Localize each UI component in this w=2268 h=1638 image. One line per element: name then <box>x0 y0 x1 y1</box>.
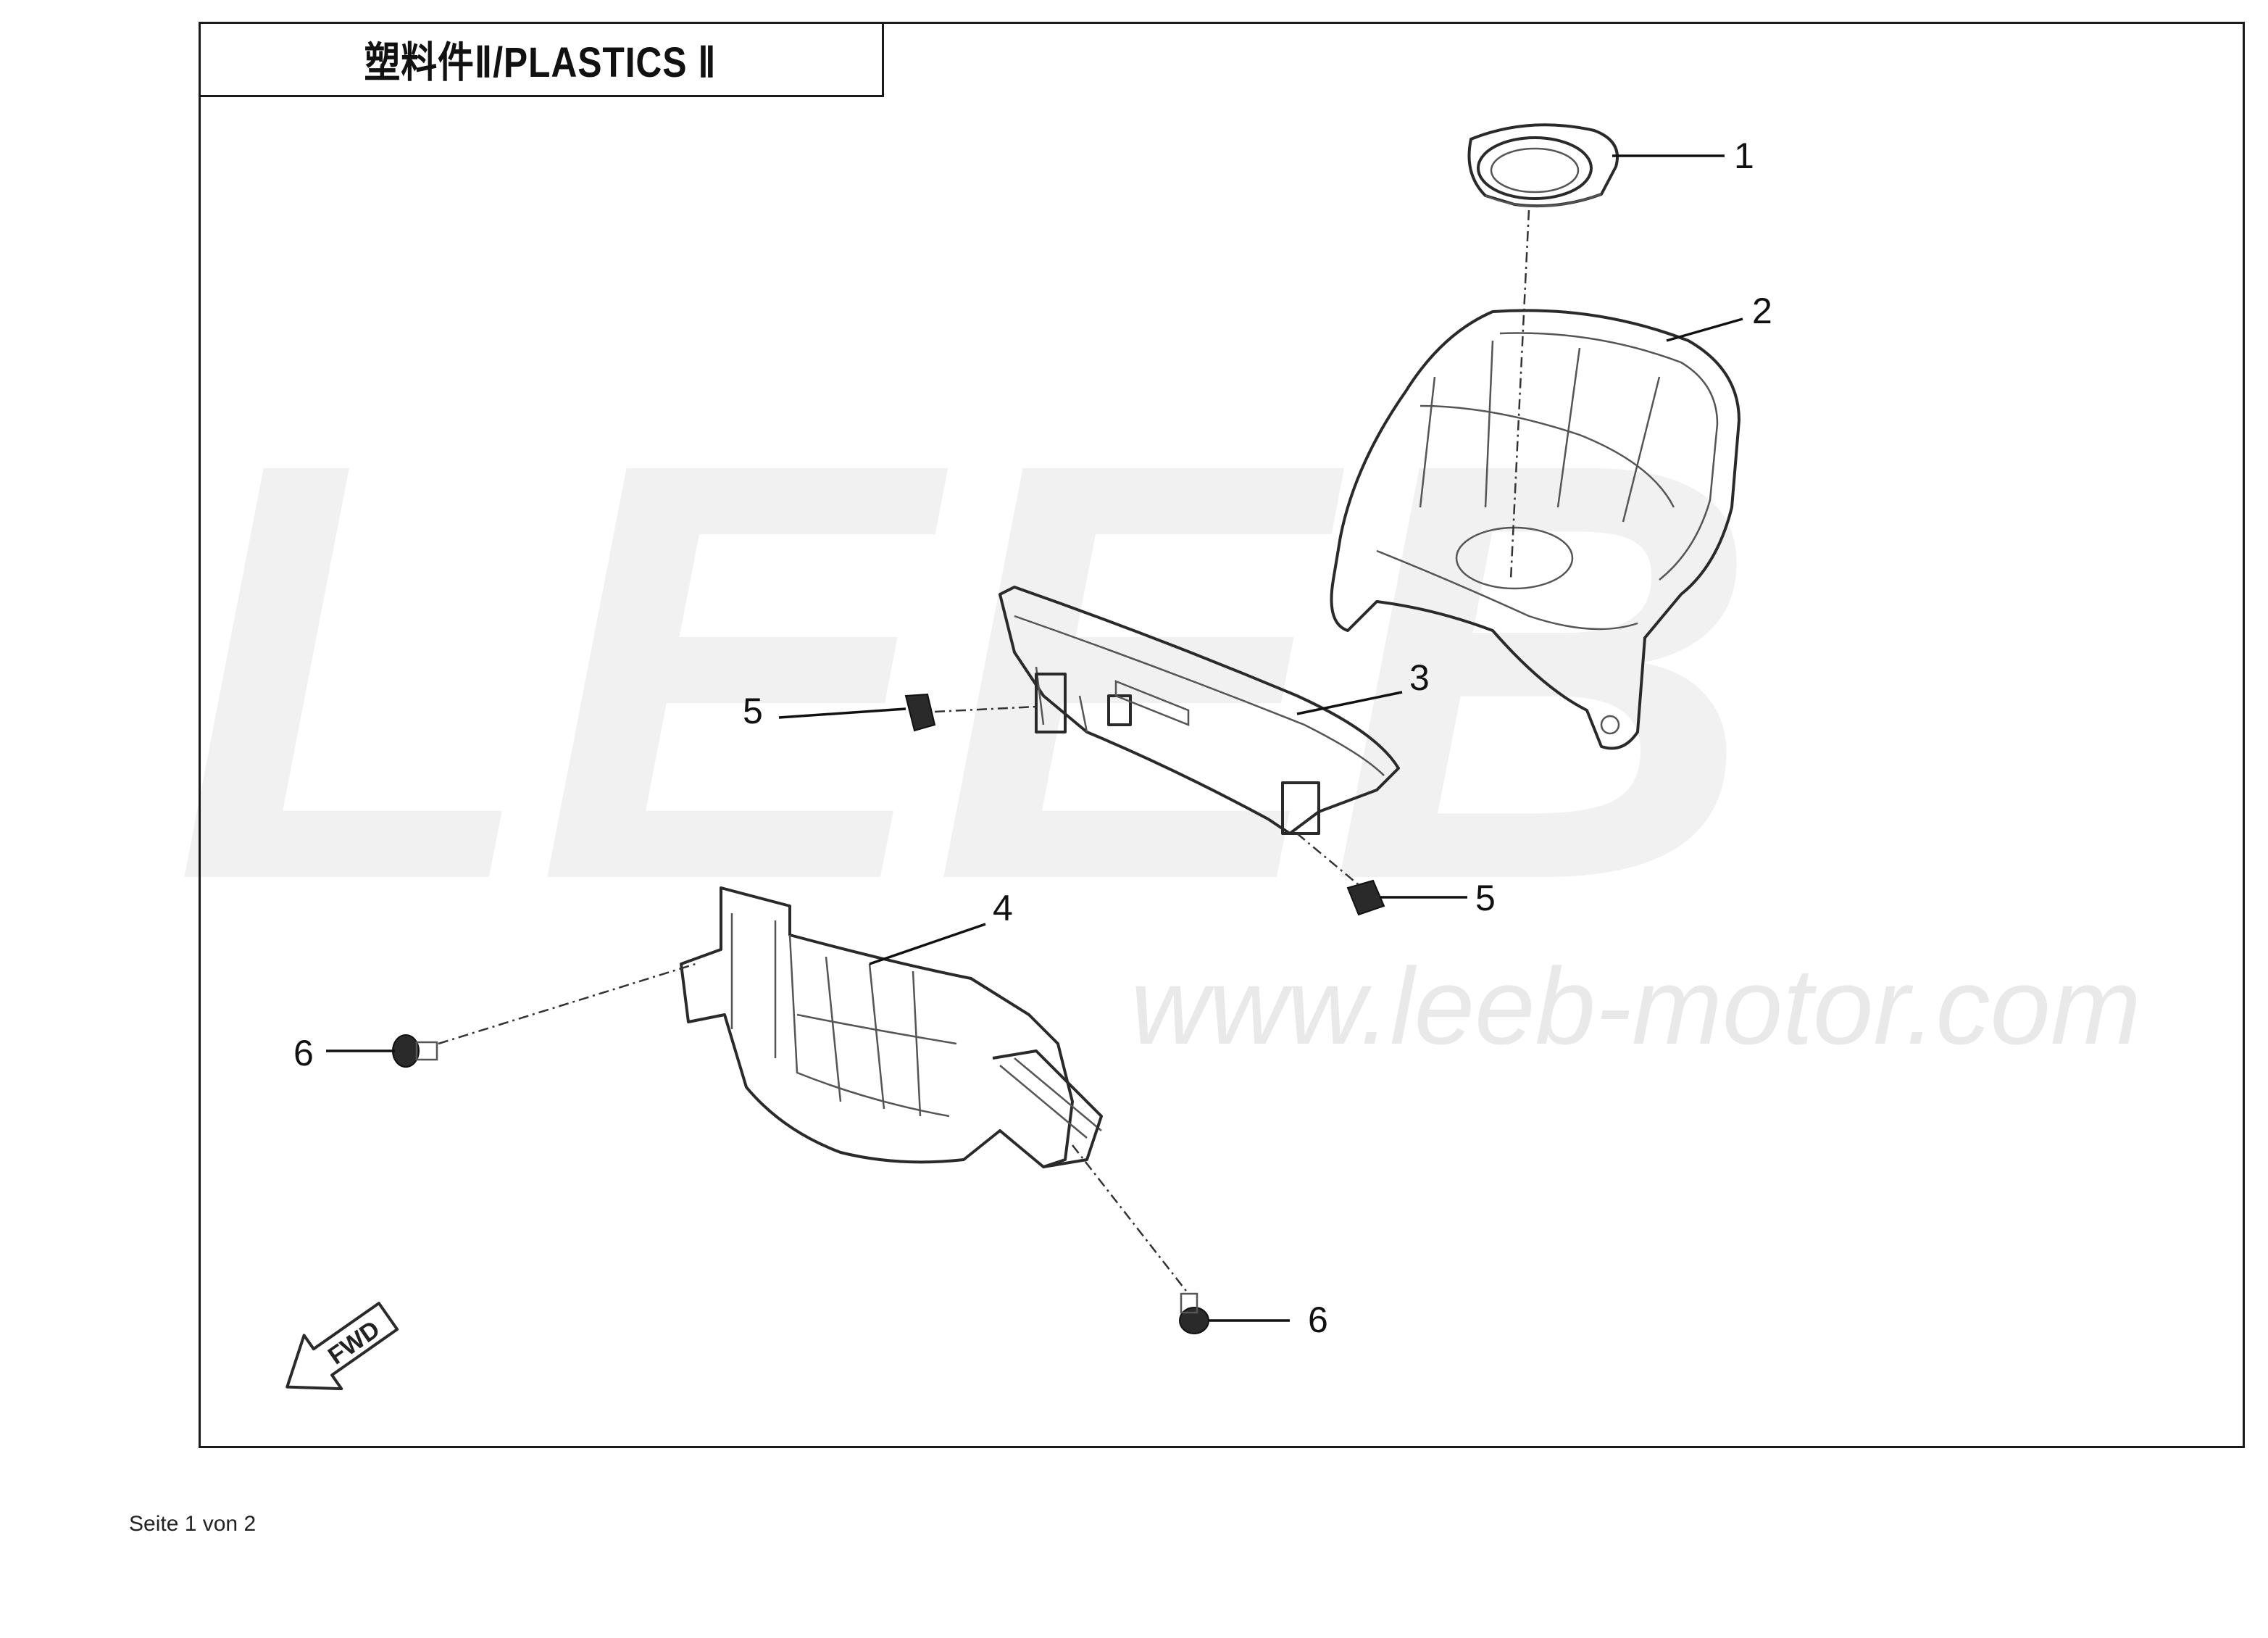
assembly-line-6b <box>1072 1144 1189 1294</box>
part-2-housing <box>1330 309 1740 750</box>
diagram-title: 塑料件Ⅱ/PLASTICS Ⅱ <box>364 38 717 86</box>
callout-6a: 6 <box>293 1033 314 1073</box>
assembly-line-6a <box>438 963 696 1045</box>
assembly-line-5a <box>934 705 1037 713</box>
callout-3: 3 <box>1409 657 1430 698</box>
title-box: 塑料件Ⅱ/PLASTICS Ⅱ <box>199 22 884 97</box>
watermark-logo: LEEB <box>174 339 1759 1003</box>
callout-2: 2 <box>1752 291 1772 331</box>
callout-4: 4 <box>993 888 1013 928</box>
callout-5a: 5 <box>743 691 763 731</box>
callout-5b: 5 <box>1475 878 1496 918</box>
part-3-panel <box>998 586 1400 835</box>
part-1-ring <box>1467 123 1619 208</box>
part-4-cover <box>680 886 1103 1168</box>
watermark-url: www.leeb-motor.com <box>1130 945 2141 1067</box>
assembly-line-5b <box>1296 833 1363 889</box>
page-footer: Seite 1 von 2 <box>129 1512 257 1536</box>
diagram-frame <box>199 22 2245 1448</box>
callout-6b: 6 <box>1308 1300 1328 1340</box>
part-5-clip-b <box>1346 879 1385 916</box>
part-5-clip-a <box>904 693 936 732</box>
callout-1: 1 <box>1734 136 1754 176</box>
